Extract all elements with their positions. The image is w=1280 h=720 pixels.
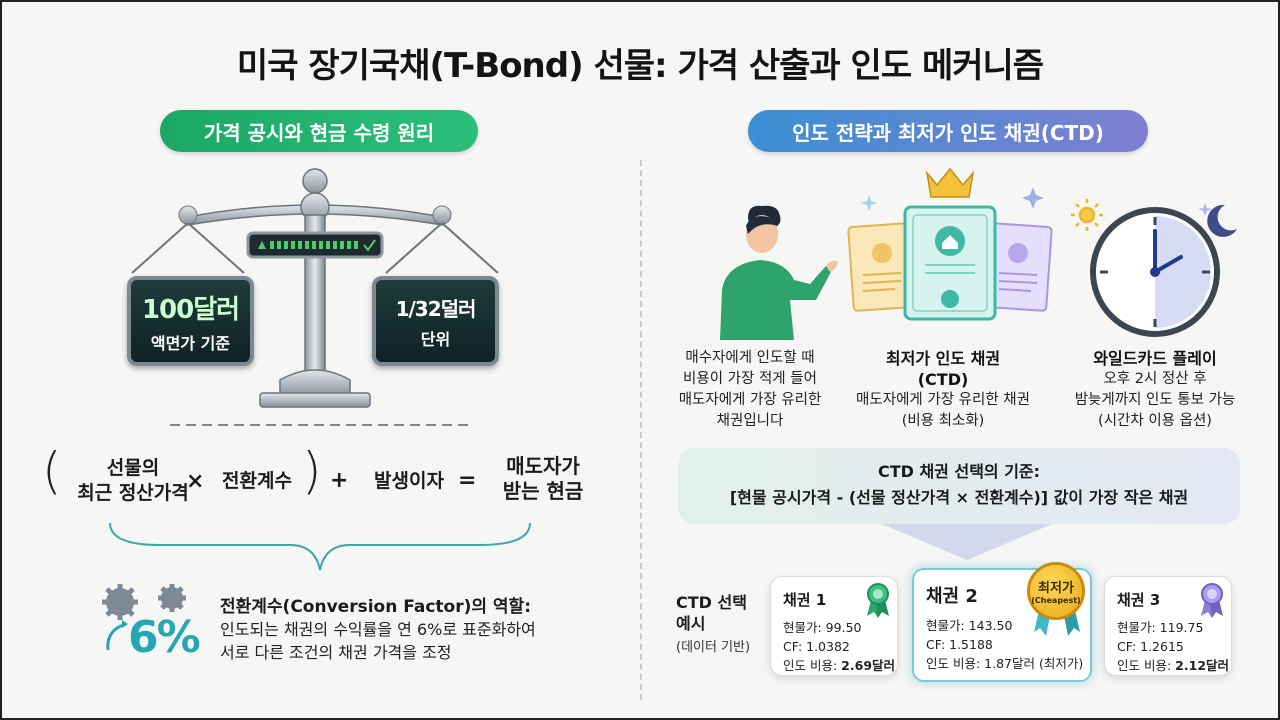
example-label: CTD 선택 예시 [676, 593, 747, 633]
formula-times: × [186, 469, 205, 494]
ctd-criteria-box: CTD 채권 선택의 기준: [현물 공시가격 - (선물 정산가격 × 전환계… [678, 448, 1240, 524]
conversion-factor-title: 전환계수(Conversion Factor)의 역할: [220, 597, 531, 617]
formula-settlement-price: 선물의 최근 정산가격 [77, 457, 189, 504]
formula-accrued-interest: 발생이자 [374, 470, 444, 492]
bond-certificates-crown-icon [847, 167, 1053, 321]
formula-plus: + [330, 468, 349, 493]
ctd-explanation: 매수자에게 인도할 때 비용이 가장 적게 들어 매도자에게 가장 유리한 채권… [678, 350, 822, 429]
right-paren: ) [302, 442, 322, 500]
right-section-header: 인도 전략과 최저가 인도 채권(CTD) [748, 110, 1148, 152]
cash-formula: ( 선물의 최근 정산가격 × 전환계수 ) + 발생이자 = 매도자가 받는 … [40, 442, 620, 518]
formula-conversion-factor: 전환계수 [222, 470, 292, 492]
bond-delivery-cost: 인도 비용: 2.12달러 [1117, 658, 1230, 673]
face-value-label: 액면가 기준 [150, 333, 231, 353]
gears-icon [102, 584, 186, 651]
bond-conversion-factor: CF: 1.5188 [926, 637, 993, 652]
bond-conversion-factor: CF: 1.2615 [1117, 639, 1184, 654]
page-title: 미국 장기국채(T-Bond) 선물: 가격 산출과 인도 메커니즘 [236, 46, 1044, 86]
criteria-formula: [현물 공시가격 - (선물 정산가격 × 전환계수)] 값이 가장 작은 채권 [729, 488, 1189, 507]
bond-spot-price: 현물가: 99.50 [783, 620, 862, 635]
center-divider [640, 160, 642, 700]
six-percent-figure: 6% [128, 612, 201, 663]
formula-result: 매도자가 받는 현금 [502, 454, 584, 503]
cheapest-badge: 최저가 (Cheapest) [1027, 562, 1085, 620]
example-sublabel: (데이터 기반) [676, 640, 751, 655]
bond-name: 채권 1 [783, 591, 827, 609]
ctd-column-text: 최저가 인도 채권 (CTD) 매도자에게 가장 유리한 채권 (비용 최소화) [856, 349, 1030, 429]
bond-conversion-factor: CF: 1.0382 [783, 639, 850, 654]
bond-name: 채권 2 [926, 586, 978, 607]
bond-spot-price: 현물가: 119.75 [1117, 620, 1204, 635]
bond-delivery-cost: 인도 비용: 2.69달러 [783, 658, 896, 673]
green-ribbon-icon [867, 583, 889, 618]
face-value-amount: 100달러 [141, 294, 240, 325]
left-section-header: 가격 공시와 현금 수령 원리 [160, 110, 478, 152]
left-paren: ( [42, 442, 62, 500]
criteria-title: CTD 채권 선택의 기준: [877, 462, 1041, 481]
bond-delivery-cost: 인도 비용: 1.87달러 (최저가) [926, 656, 1084, 671]
right-pan-display: 1/32덜러 단위 [372, 276, 499, 366]
wildcard-column-text: 와일드카드 플레이 오후 2시 정산 후 밤늦게까지 인도 통보 가능 (시간차… [1074, 349, 1236, 429]
formula-equals: = [458, 468, 477, 493]
balance-scale-icon [131, 168, 499, 426]
bond-card-3: 채권 3 현물가: 119.75 CF: 1.2615 인도 비용: 2.12달… [1104, 576, 1232, 676]
badge-sublabel: (Cheapest) [1031, 596, 1081, 605]
clock-icon [1071, 199, 1237, 337]
tick-unit-amount: 1/32덜러 [395, 296, 477, 321]
curly-brace-icon [109, 522, 531, 571]
person-presenting-icon [720, 205, 838, 340]
bond-name: 채권 3 [1117, 591, 1161, 609]
left-pan-display: 100달러 액면가 기준 [127, 276, 254, 366]
badge-label: 최저가 [1038, 581, 1074, 596]
bond-spot-price: 현물가: 143.50 [926, 618, 1013, 633]
purple-ribbon-icon [1201, 583, 1223, 618]
conversion-factor-description: 인도되는 채권의 수익률을 연 6%로 표준화하여 서로 다른 조건의 채권 가… [220, 620, 536, 662]
arrow-down-icon [882, 524, 1052, 560]
tick-unit-label: 단위 [420, 329, 451, 349]
